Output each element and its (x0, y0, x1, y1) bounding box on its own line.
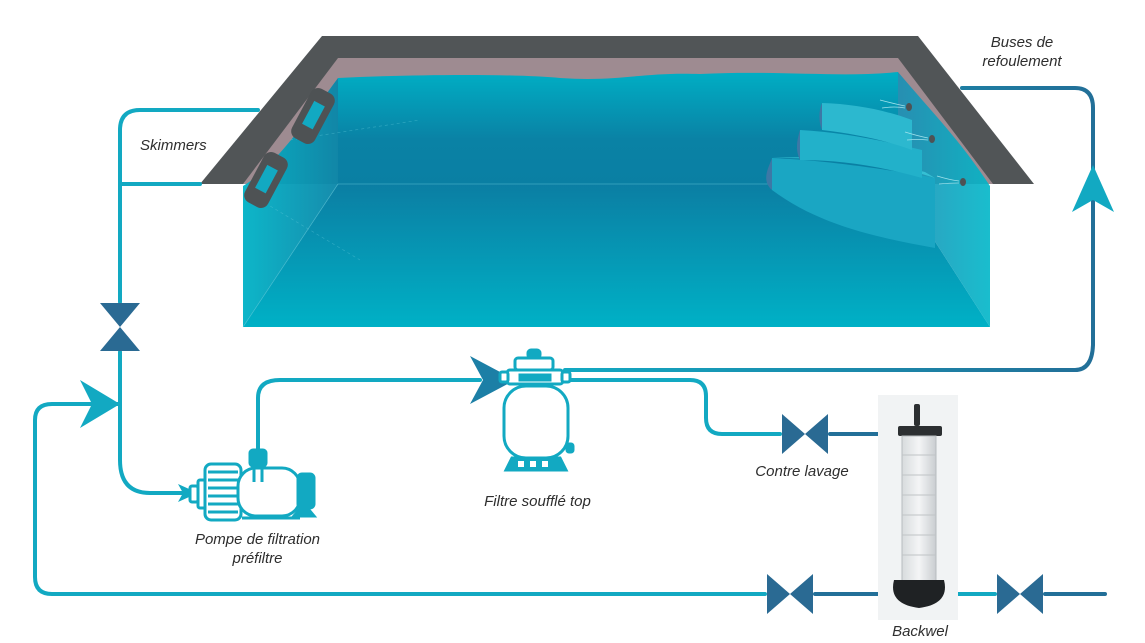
pool (200, 36, 1034, 328)
pipe-pump-to-filter (256, 378, 482, 457)
sand-filter (498, 348, 575, 472)
arrow-icon (470, 356, 515, 404)
pipe-to-pump (118, 350, 192, 495)
label-contre-lavage: Contre lavage (755, 463, 849, 480)
label-buses-refoulement: Buses de refoulement (962, 33, 1082, 71)
label-pompe: Pompe de filtration préfiltre (170, 530, 345, 568)
valve-bottom-right[interactable] (997, 574, 1043, 614)
label-pompe-line1: Pompe de filtration (194, 531, 321, 548)
return-jet-2 (929, 135, 935, 143)
water-back-wall (338, 72, 898, 184)
valve-bottom-left[interactable] (767, 574, 813, 614)
label-skimmers: Skimmers (140, 137, 207, 154)
pipe-filter-to-backwash (563, 378, 782, 436)
return-jet-1 (906, 103, 912, 111)
label-pompe-line2: préfiltre (232, 550, 283, 567)
water-right-wall (898, 72, 990, 327)
return-jet-3 (960, 178, 966, 186)
pipe-bottom-loop (33, 402, 767, 596)
pipes (33, 86, 1107, 596)
valve-contre-lavage[interactable] (782, 414, 828, 454)
skimmer-2 (244, 151, 288, 209)
pipe-filter-return (563, 86, 1095, 372)
pool-steps (766, 103, 935, 248)
pump (188, 448, 318, 522)
skimmer-1 (291, 87, 335, 145)
arrow-icon (80, 380, 120, 428)
label-filtre: Filtre soufflé top (484, 493, 591, 510)
arrow-icon (178, 484, 198, 502)
water-floor (243, 184, 990, 327)
return-jets (879, 99, 966, 186)
label-backwel: Backwel (892, 623, 948, 640)
label-buses-line2: refoulement (982, 53, 1062, 70)
label-buses-line1: Buses de (990, 34, 1054, 51)
pipe-skimmer-upper (118, 108, 260, 304)
arrow-icon (1072, 165, 1114, 212)
backwel-unit (878, 395, 958, 620)
valve-skimmer[interactable] (100, 303, 140, 351)
